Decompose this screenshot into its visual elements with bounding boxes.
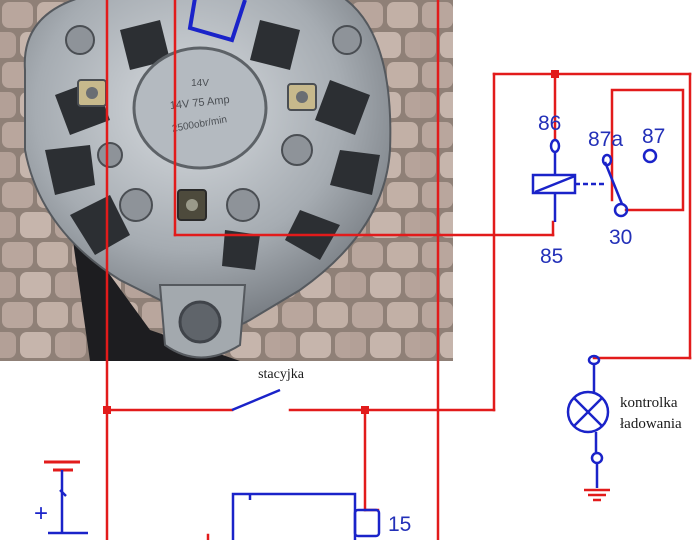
relay-coil-diagonal — [534, 174, 576, 194]
battery-plus-sign: + — [34, 500, 48, 527]
relay-label-87a: 87a — [588, 128, 623, 151]
relay-pin-30-terminal — [613, 202, 629, 218]
lamp-label: kontrolka ładowania — [620, 395, 682, 432]
alternator-photo: 14V 14V 75 Amp 2500obr/min — [0, 0, 453, 361]
battery: + — [34, 460, 88, 535]
center-hub — [132, 46, 268, 170]
coil-terminal-15-label: 15 — [388, 513, 411, 536]
terminal-blocks — [77, 79, 317, 221]
vent-slots — [45, 20, 380, 270]
coil-body — [231, 492, 357, 540]
ignition-coil — [231, 492, 381, 540]
relay-label-86: 86 — [538, 112, 561, 135]
relay-contact-arm — [603, 161, 624, 205]
lamp-top-terminal — [587, 354, 601, 366]
ignition-switch: stacyjka — [231, 367, 305, 412]
wire-relay-frame — [610, 88, 685, 212]
nameplate-line1: 14V — [191, 78, 209, 89]
switch-blade — [231, 388, 281, 412]
battery-lead-tick — [59, 489, 67, 497]
coil-terminal-box — [353, 508, 381, 538]
ground-symbol — [584, 488, 610, 502]
relay-pin-86-terminal — [549, 138, 561, 154]
relay-label-85: 85 — [540, 245, 563, 268]
relay-labels: 86 87a 87 85 30 — [538, 112, 665, 268]
lamp-bulb — [566, 390, 610, 434]
relay-pin-87a-terminal — [601, 153, 613, 167]
relay-label-30: 30 — [609, 226, 632, 249]
relay-label-87: 87 — [642, 125, 665, 148]
lamp-bottom-terminal — [590, 451, 604, 465]
switch-label: stacyjka — [258, 367, 305, 382]
marker-highlight — [187, 0, 247, 43]
junction-top — [551, 70, 559, 78]
relay-pin-87-terminal — [642, 148, 658, 164]
junction-left — [103, 406, 111, 414]
lamp-label-line1: kontrolka — [620, 395, 678, 411]
junction-coil — [361, 406, 369, 414]
relay — [531, 138, 658, 222]
charging-lamp — [566, 354, 610, 488]
junction-dots — [103, 70, 559, 414]
mounting-hole — [178, 300, 222, 344]
lamp-cross-b — [573, 397, 603, 427]
lamp-label-line2: ładowania — [620, 416, 682, 432]
housing-bolts — [65, 25, 362, 222]
wires — [105, 0, 692, 540]
shadow — [70, 220, 240, 361]
